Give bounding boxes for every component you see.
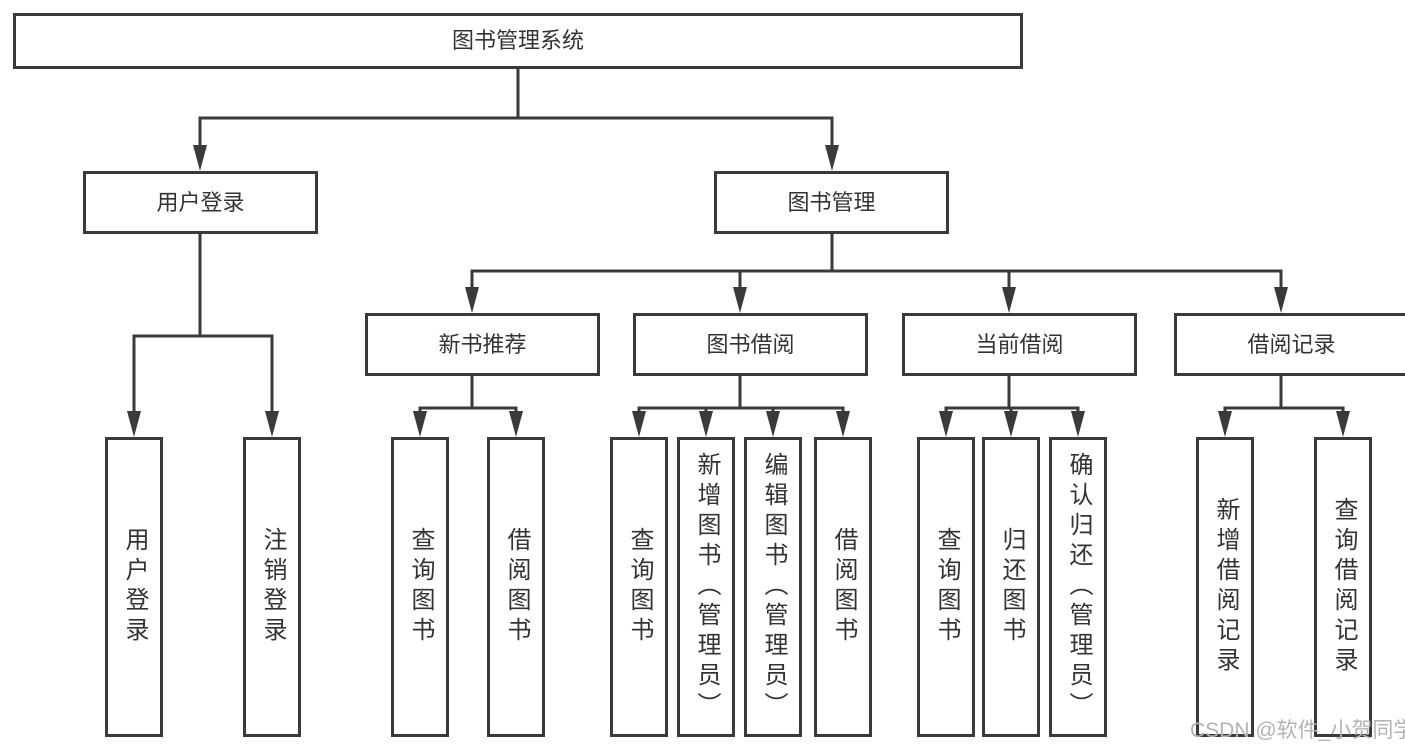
leaf-query-books-current: 查询图书 xyxy=(917,437,975,737)
leaf-query-books-recommend: 查询图书 xyxy=(391,437,449,737)
watermark: CSDN @软件_小贺同学 xyxy=(1190,719,1405,742)
node-book-borrowing: 图书借阅 xyxy=(633,313,868,376)
leaf-add-borrow-record: 新增借阅记录 xyxy=(1196,437,1254,737)
leaf-add-borrow-record-label: 新增借阅记录 xyxy=(1212,497,1239,677)
leaf-logout: 注销登录 xyxy=(243,437,301,737)
leaf-edit-books-admin: 编辑图书（管理员） xyxy=(744,437,802,737)
leaf-confirm-return-admin-label: 确认归还（管理员） xyxy=(1065,452,1092,722)
node-user-login: 用户登录 xyxy=(83,171,318,234)
node-new-book-recommend: 新书推荐 xyxy=(365,313,600,376)
node-current-borrowing: 当前借阅 xyxy=(902,313,1137,376)
leaf-query-books-borrowing-label: 查询图书 xyxy=(626,527,653,647)
leaf-add-books-admin-label: 新增图书（管理员） xyxy=(693,452,720,722)
leaf-return-books: 归还图书 xyxy=(982,437,1040,737)
leaf-query-books-borrowing: 查询图书 xyxy=(610,437,668,737)
leaf-logout-label: 注销登录 xyxy=(259,527,286,647)
leaf-query-books-current-label: 查询图书 xyxy=(933,527,960,647)
leaf-add-books-admin: 新增图书（管理员） xyxy=(677,437,735,737)
leaf-borrow-books-borrowing: 借阅图书 xyxy=(814,437,872,737)
leaf-query-borrow-record-label: 查询借阅记录 xyxy=(1330,497,1357,677)
leaf-user-login: 用户登录 xyxy=(105,437,163,737)
node-book-management: 图书管理 xyxy=(714,171,949,234)
leaf-edit-books-admin-label: 编辑图书（管理员） xyxy=(760,452,787,722)
leaf-return-books-label: 归还图书 xyxy=(998,527,1025,647)
leaf-query-books-recommend-label: 查询图书 xyxy=(407,527,434,647)
leaf-confirm-return-admin: 确认归还（管理员） xyxy=(1049,437,1107,737)
leaf-query-borrow-record: 查询借阅记录 xyxy=(1314,437,1372,737)
leaf-user-login-label: 用户登录 xyxy=(121,527,148,647)
leaf-borrow-books-borrowing-label: 借阅图书 xyxy=(830,527,857,647)
node-library-management-system: 图书管理系统 xyxy=(13,13,1023,69)
leaf-borrow-books-recommend-label: 借阅图书 xyxy=(503,527,530,647)
node-borrowing-records: 借阅记录 xyxy=(1174,313,1405,376)
leaf-borrow-books-recommend: 借阅图书 xyxy=(487,437,545,737)
